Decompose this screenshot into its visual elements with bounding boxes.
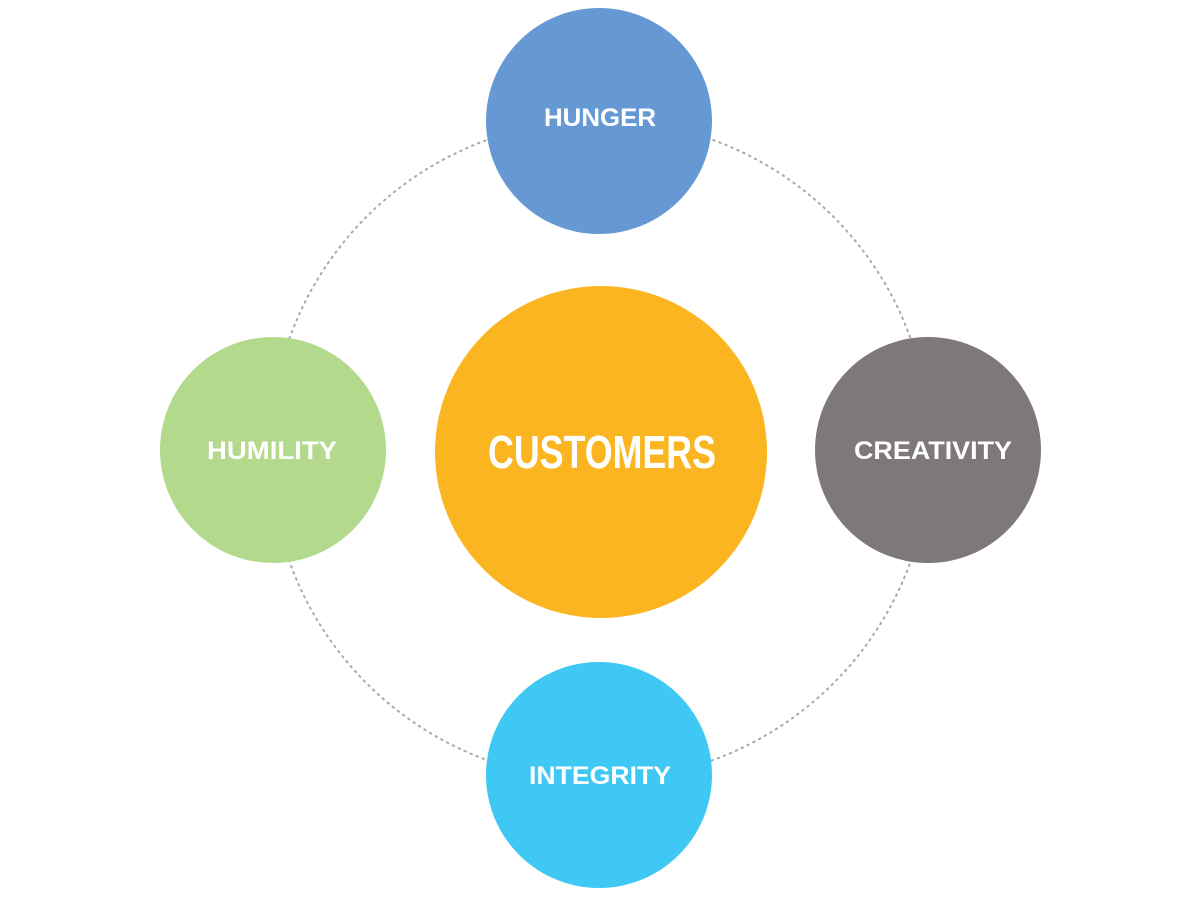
center-node-customers: CUSTOMERS [435, 286, 767, 618]
node-integrity: INTEGRITY [486, 662, 712, 888]
node-humility: HUMILITY [160, 337, 386, 563]
node-hunger-label: HUNGER [544, 104, 656, 132]
node-creativity: CREATIVITY [815, 337, 1041, 563]
node-creativity-circle [815, 337, 1041, 563]
center-circle [435, 286, 767, 618]
node-hunger: HUNGER [486, 8, 712, 234]
node-humility-label: HUMILITY [207, 437, 337, 465]
center-label: CUSTOMERS [488, 426, 716, 478]
node-integrity-label: INTEGRITY [529, 762, 671, 790]
node-hunger-circle [486, 8, 712, 234]
node-humility-circle [160, 337, 386, 563]
node-integrity-circle [486, 662, 712, 888]
node-creativity-label: CREATIVITY [854, 437, 1012, 465]
